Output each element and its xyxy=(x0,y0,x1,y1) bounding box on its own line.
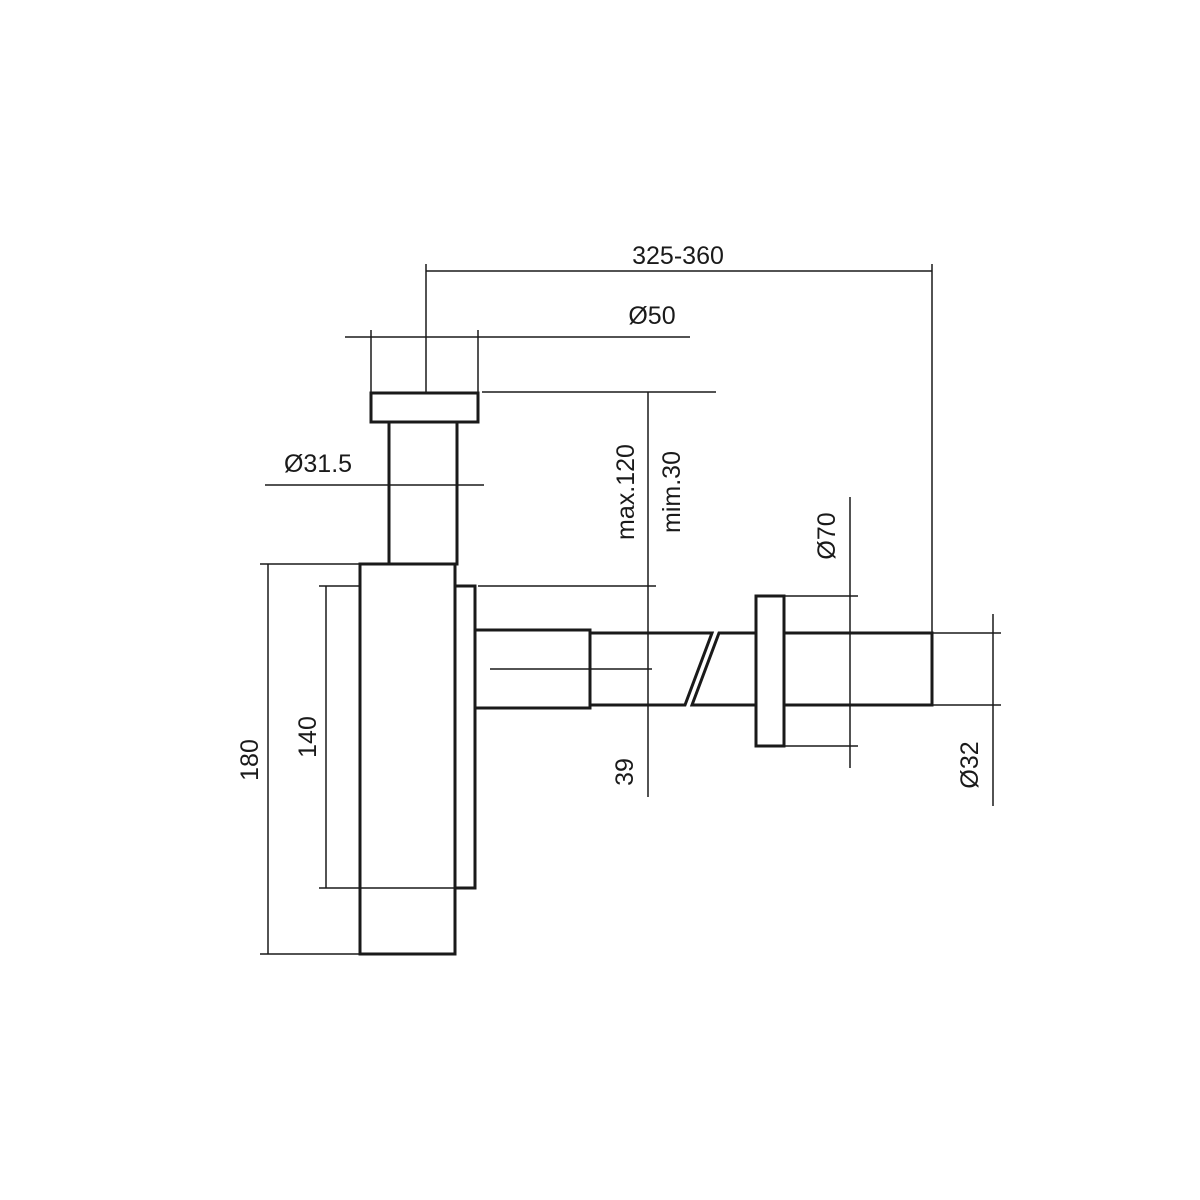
label-top-diameter: Ø50 xyxy=(628,302,675,330)
waste-cap xyxy=(369,391,480,424)
trap-parts xyxy=(358,391,934,956)
label-body-height: 140 xyxy=(294,716,322,758)
label-outlet-diameter: Ø32 xyxy=(956,741,984,788)
outlet-pipe-right xyxy=(689,631,934,707)
dimension-lines xyxy=(260,264,1001,955)
dimension-labels: 325-360 Ø50 Ø31.5 max.120 mim.30 Ø70 180… xyxy=(236,242,984,789)
label-outlet-offset: 39 xyxy=(611,758,639,786)
label-total-height: 180 xyxy=(236,739,264,781)
bottle-body xyxy=(358,562,457,956)
label-flange-diameter: Ø70 xyxy=(813,512,841,559)
label-overall-length: 325-360 xyxy=(632,242,724,270)
label-tube-diameter: Ø31.5 xyxy=(284,450,352,478)
body-side-nut xyxy=(453,584,477,890)
wall-flange-rosette xyxy=(754,594,786,748)
label-height-min: mim.30 xyxy=(658,451,686,533)
label-height-max: max.120 xyxy=(612,444,640,540)
tailpiece-tube xyxy=(387,419,459,566)
